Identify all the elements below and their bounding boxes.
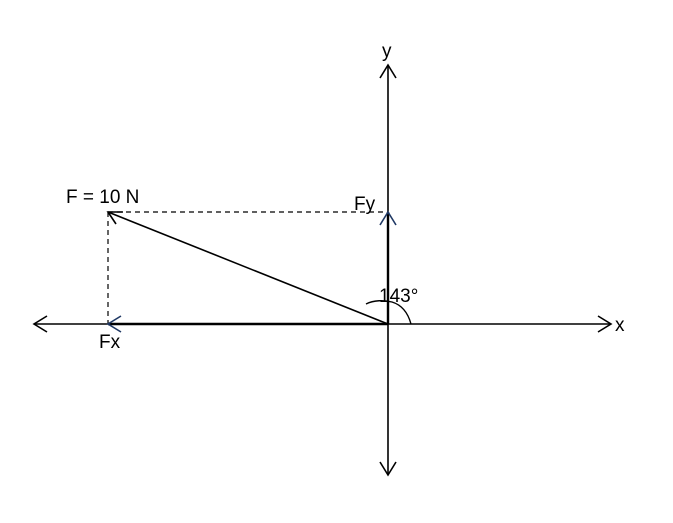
y-axis-top-arrowhead <box>379 63 397 79</box>
x-axis-left-arrowhead <box>32 315 48 333</box>
y-axis-bottom-arrowhead <box>379 461 397 477</box>
force-label: F = 10 N <box>66 187 139 208</box>
force-vector <box>106 211 389 325</box>
force-vector-arrowhead <box>106 211 123 225</box>
fx-label: Fx <box>99 332 121 353</box>
y-axis-label: y <box>382 41 392 62</box>
x-axis-right-arrowhead <box>597 315 613 333</box>
fy-component <box>379 210 397 324</box>
angle-arc <box>365 299 412 325</box>
fy-arrowhead <box>379 210 397 226</box>
projection-lines <box>107 211 388 324</box>
force-vector-line <box>107 211 389 325</box>
fx-arrowhead <box>106 315 122 333</box>
fx-component <box>106 315 388 333</box>
angle-label: 143° <box>379 286 418 307</box>
x-axis-label: x <box>615 315 625 336</box>
fy-label: Fy <box>354 194 376 215</box>
